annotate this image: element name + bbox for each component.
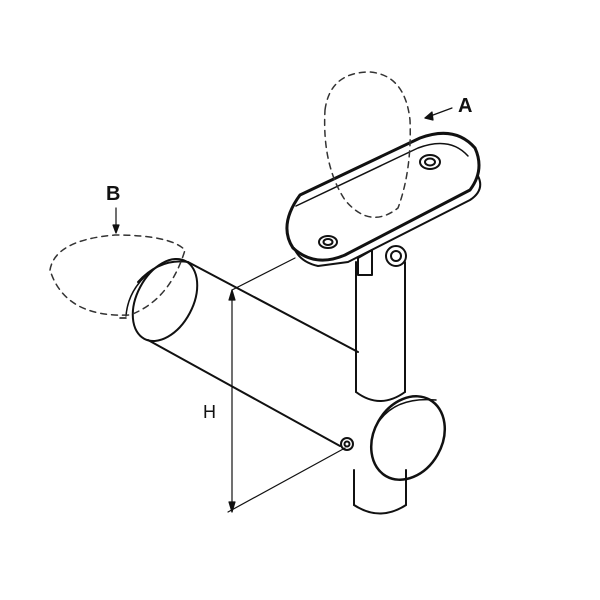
vertical-post (353, 245, 407, 515)
label-h: H (203, 402, 216, 422)
label-a: A (458, 95, 472, 117)
rail-outline-a (323, 71, 411, 219)
label-b: B (106, 183, 120, 205)
rail-outline-b (49, 234, 186, 316)
plate-hole-left (318, 235, 338, 249)
plate-hole-right (419, 154, 441, 170)
arm-tube (119, 257, 447, 481)
top-plate (285, 131, 482, 267)
dashed-rail-outlines (49, 71, 411, 316)
leader-arrows (112, 107, 453, 234)
dimension-h (227, 257, 346, 513)
